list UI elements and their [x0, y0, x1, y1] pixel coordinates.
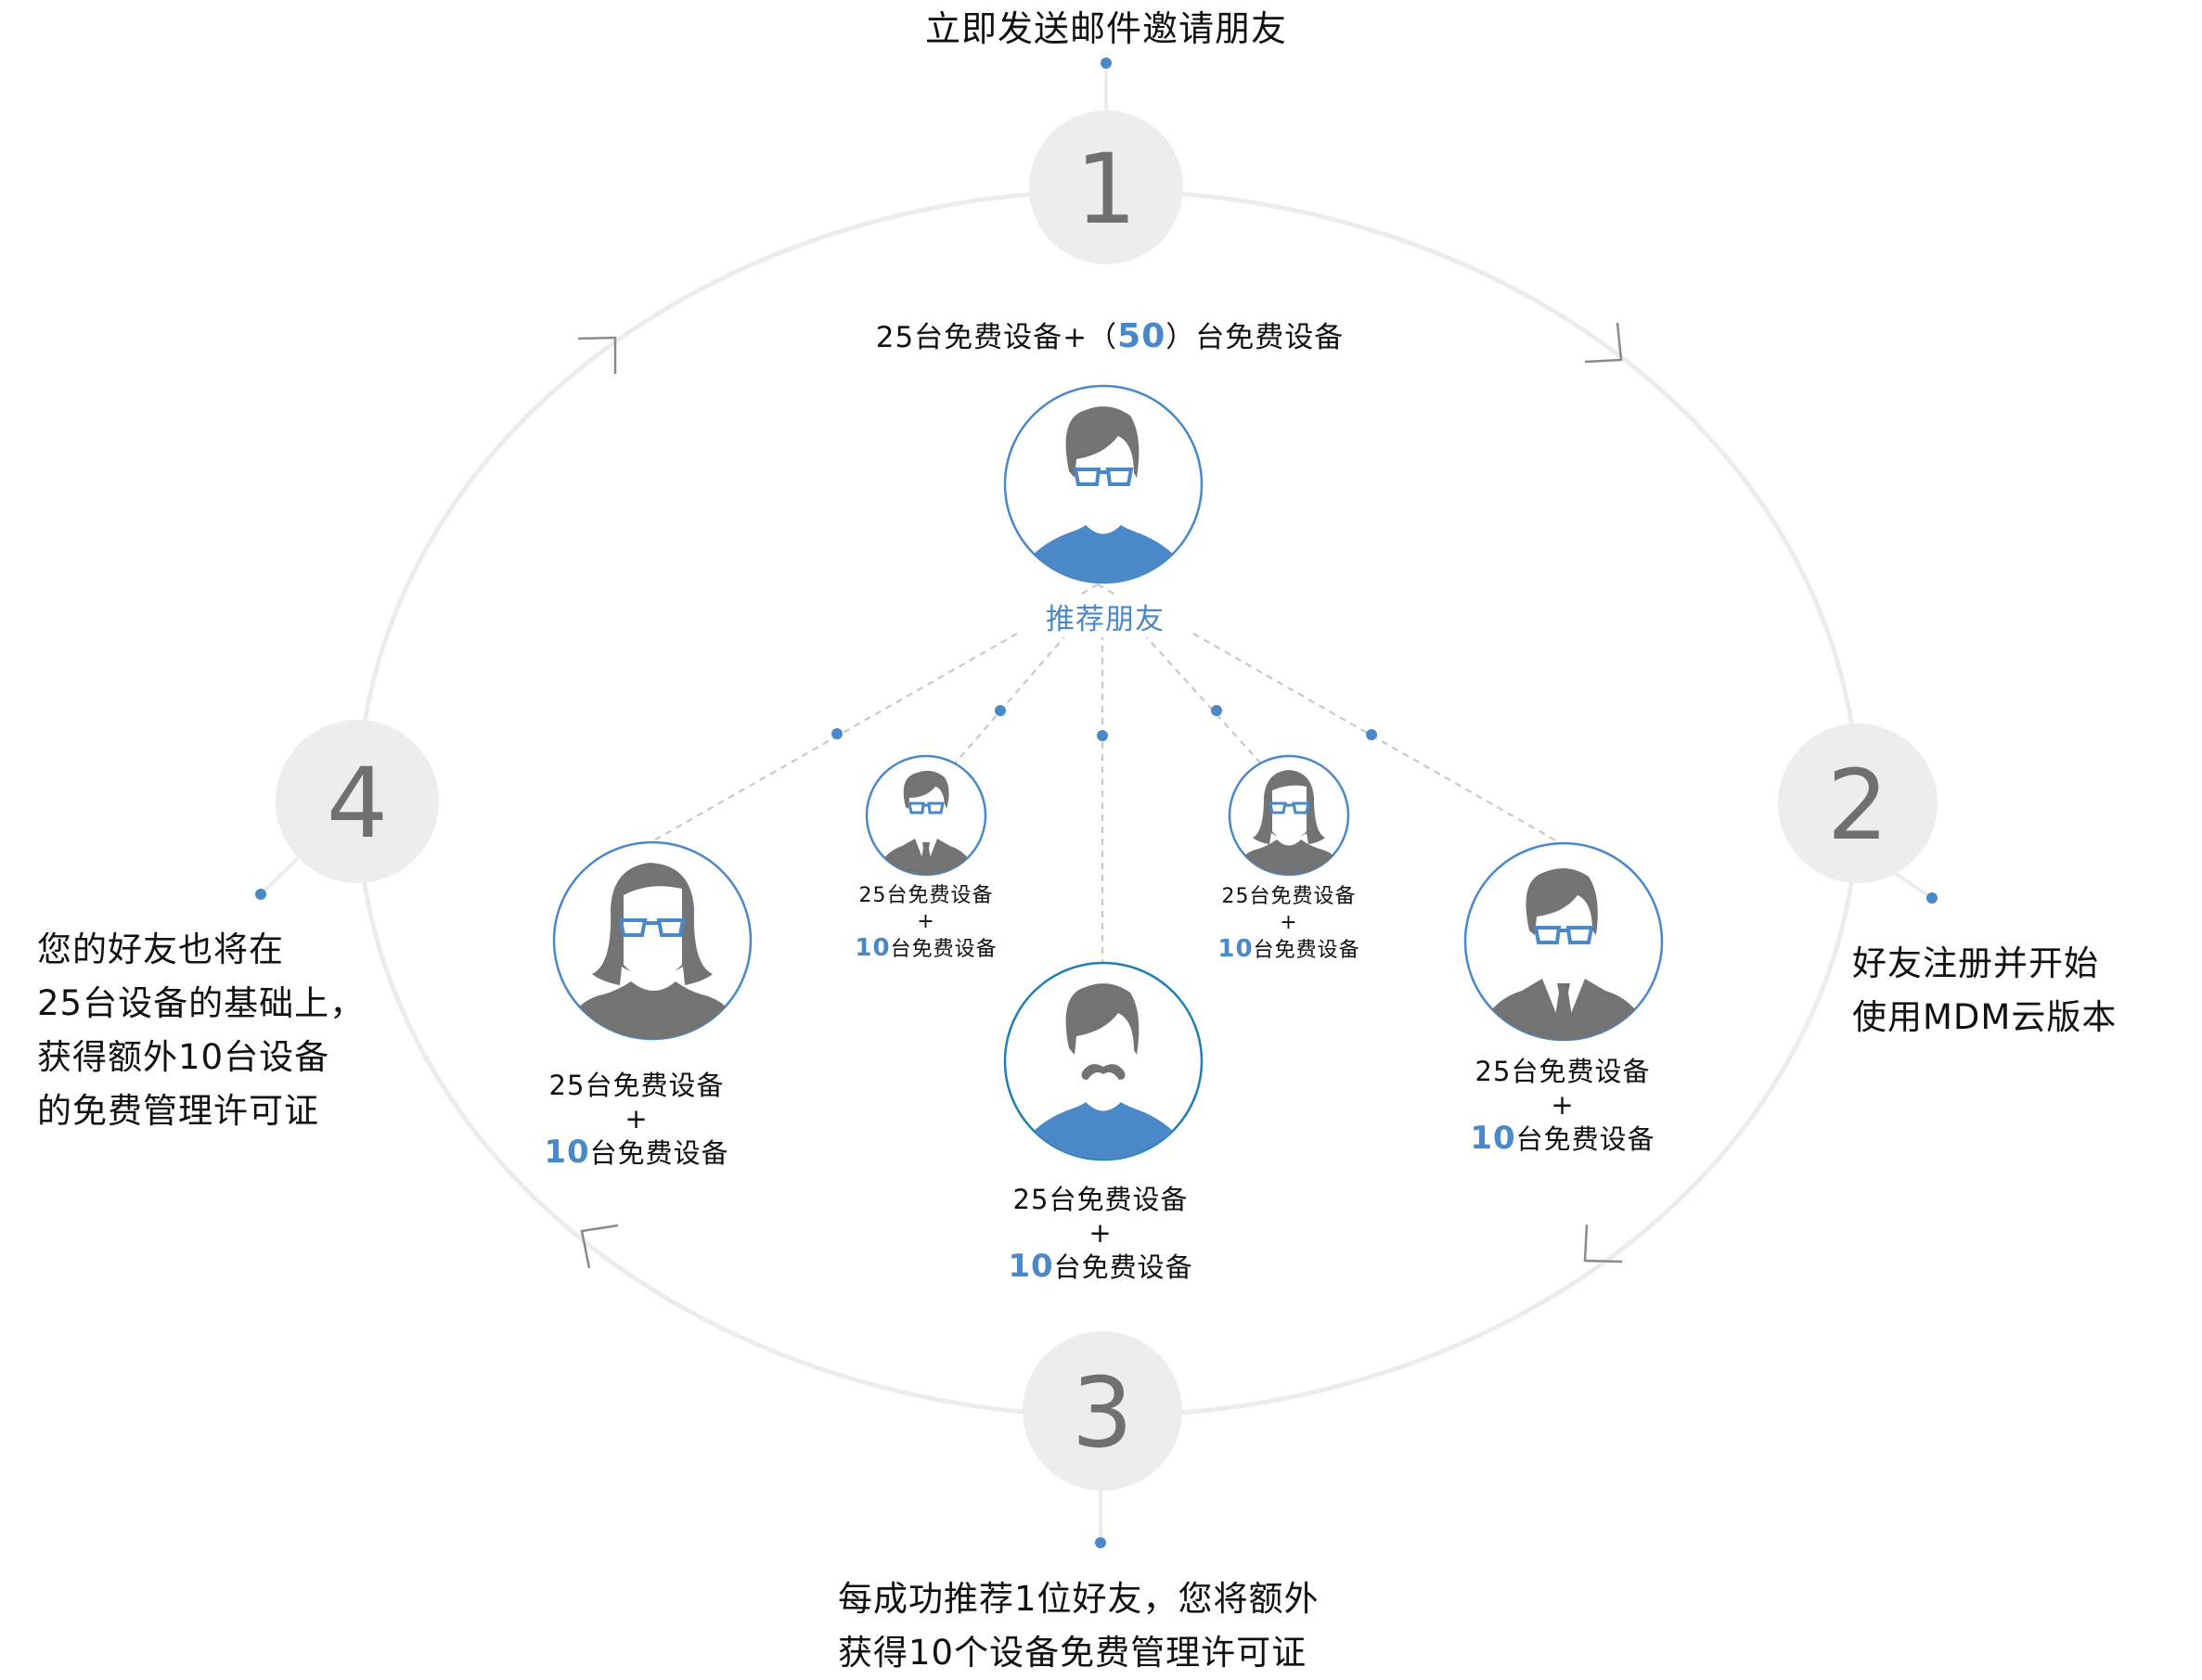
- step3-description: 每成功推荐1位好友，您将额外 获得10个设备免费管理许可证: [838, 1572, 1320, 1680]
- award-base: 25台免费设备: [1012, 1184, 1189, 1215]
- friend-avatar: [1228, 754, 1350, 877]
- friend-avatar: [1463, 841, 1664, 1042]
- award-bonus-value: 10: [1008, 1248, 1054, 1285]
- step2-number: 2: [1826, 749, 1889, 862]
- arrow-icon: [580, 1224, 619, 1269]
- step1-line: 立即发送邮件邀请朋友: [924, 8, 1288, 49]
- arrow-icon: [1583, 1224, 1623, 1263]
- step1-dot: [1101, 58, 1112, 69]
- award-bonus-value: 10: [855, 934, 891, 962]
- root-headline-suffix: ）台免费设备: [1165, 321, 1345, 354]
- friend-avatar: [1003, 961, 1204, 1161]
- connector-line: [955, 633, 1068, 763]
- step3-line: 每成功推荐1位好友，您将额外: [838, 1579, 1320, 1619]
- award-bonus-value: 10: [1217, 935, 1254, 963]
- step2-line: 好友注册并开始: [1852, 943, 2099, 983]
- award-bonus-suffix: 台免费设备: [1253, 939, 1360, 962]
- step1-badge: [1029, 110, 1183, 264]
- step2-badge: [1778, 724, 1938, 883]
- step4-pointer: [259, 854, 302, 896]
- step4-line: 获得额外10台设备: [37, 1037, 330, 1077]
- award-plus: +: [917, 910, 935, 933]
- award-plus: +: [1551, 1089, 1575, 1121]
- friend-avatar: [552, 840, 753, 1041]
- arrow-icon: [1584, 322, 1623, 364]
- award-bonus-value: 10: [1470, 1120, 1516, 1157]
- friend-avatar: [865, 754, 987, 877]
- root-headline-value: 50: [1117, 317, 1166, 355]
- connector-dot: [1211, 705, 1222, 716]
- step4-line: 的免费管理许可证: [37, 1091, 319, 1131]
- award-bonus-suffix: 台免费设备: [890, 938, 998, 961]
- step4-badge: [276, 720, 439, 883]
- award-base: 25台免费设备: [858, 884, 994, 907]
- award-bonus-suffix: 台免费设备: [589, 1137, 729, 1169]
- friend-award: 25台免费设备 + 10台免费设备: [544, 1069, 728, 1170]
- step4-line: 25台设备的基础上，: [37, 983, 366, 1023]
- step2-line: 使用MDM云版本: [1852, 997, 2118, 1037]
- award-bonus-suffix: 台免费设备: [1515, 1123, 1655, 1155]
- root-headline-prefix: 25台免费设备+（: [875, 321, 1118, 354]
- root-headline: 25台免费设备+（50）台免费设备: [876, 314, 1345, 355]
- step2-description: 好友注册并开始 使用MDM云版本: [1852, 937, 2117, 1045]
- connector-dot: [831, 728, 843, 739]
- friend-award: 25台免费设备 + 10台免费设备: [1217, 884, 1359, 964]
- friend-award: 25台免费设备 + 10台免费设备: [1470, 1055, 1655, 1156]
- step3-badge: [1023, 1331, 1182, 1491]
- award-plus: +: [1280, 911, 1298, 934]
- root-label: 推荐朋友: [1042, 596, 1168, 637]
- award-base: 25台免费设备: [1221, 885, 1357, 908]
- connector-dot: [1366, 729, 1377, 740]
- step3-dot: [1095, 1537, 1106, 1548]
- arrow-icon: [577, 336, 617, 374]
- award-base: 25台免费设备: [548, 1070, 725, 1101]
- root-avatar: [1003, 384, 1204, 584]
- step4-line: 您的好友也将在: [37, 930, 284, 969]
- step3-line: 获得10个设备免费管理许可证: [838, 1633, 1307, 1673]
- step1-description: 立即发送邮件邀请朋友: [925, 0, 1287, 51]
- step4-dot: [255, 889, 266, 900]
- connector-dot: [1097, 730, 1108, 741]
- step4-number: 4: [326, 747, 389, 860]
- step4-description: 您的好友也将在 25台设备的基础上， 获得额外10台设备 的免费管理许可证: [37, 923, 365, 1138]
- connector-line: [1142, 633, 1261, 763]
- award-bonus-suffix: 台免费设备: [1053, 1251, 1193, 1283]
- award-plus: +: [1088, 1217, 1113, 1249]
- award-plus: +: [625, 1103, 649, 1135]
- friend-award: 25台免费设备 + 10台免费设备: [1008, 1183, 1192, 1284]
- step2-dot: [1926, 892, 1938, 904]
- connector-dot: [995, 705, 1006, 716]
- step3-number: 3: [1071, 1356, 1134, 1469]
- award-bonus-value: 10: [544, 1134, 590, 1171]
- friend-award: 25台免费设备 + 10台免费设备: [855, 883, 997, 963]
- award-base: 25台免费设备: [1474, 1056, 1651, 1087]
- step1-number: 1: [1075, 133, 1138, 246]
- step2-pointer: [1891, 870, 1934, 900]
- connector-line: [1192, 633, 1560, 843]
